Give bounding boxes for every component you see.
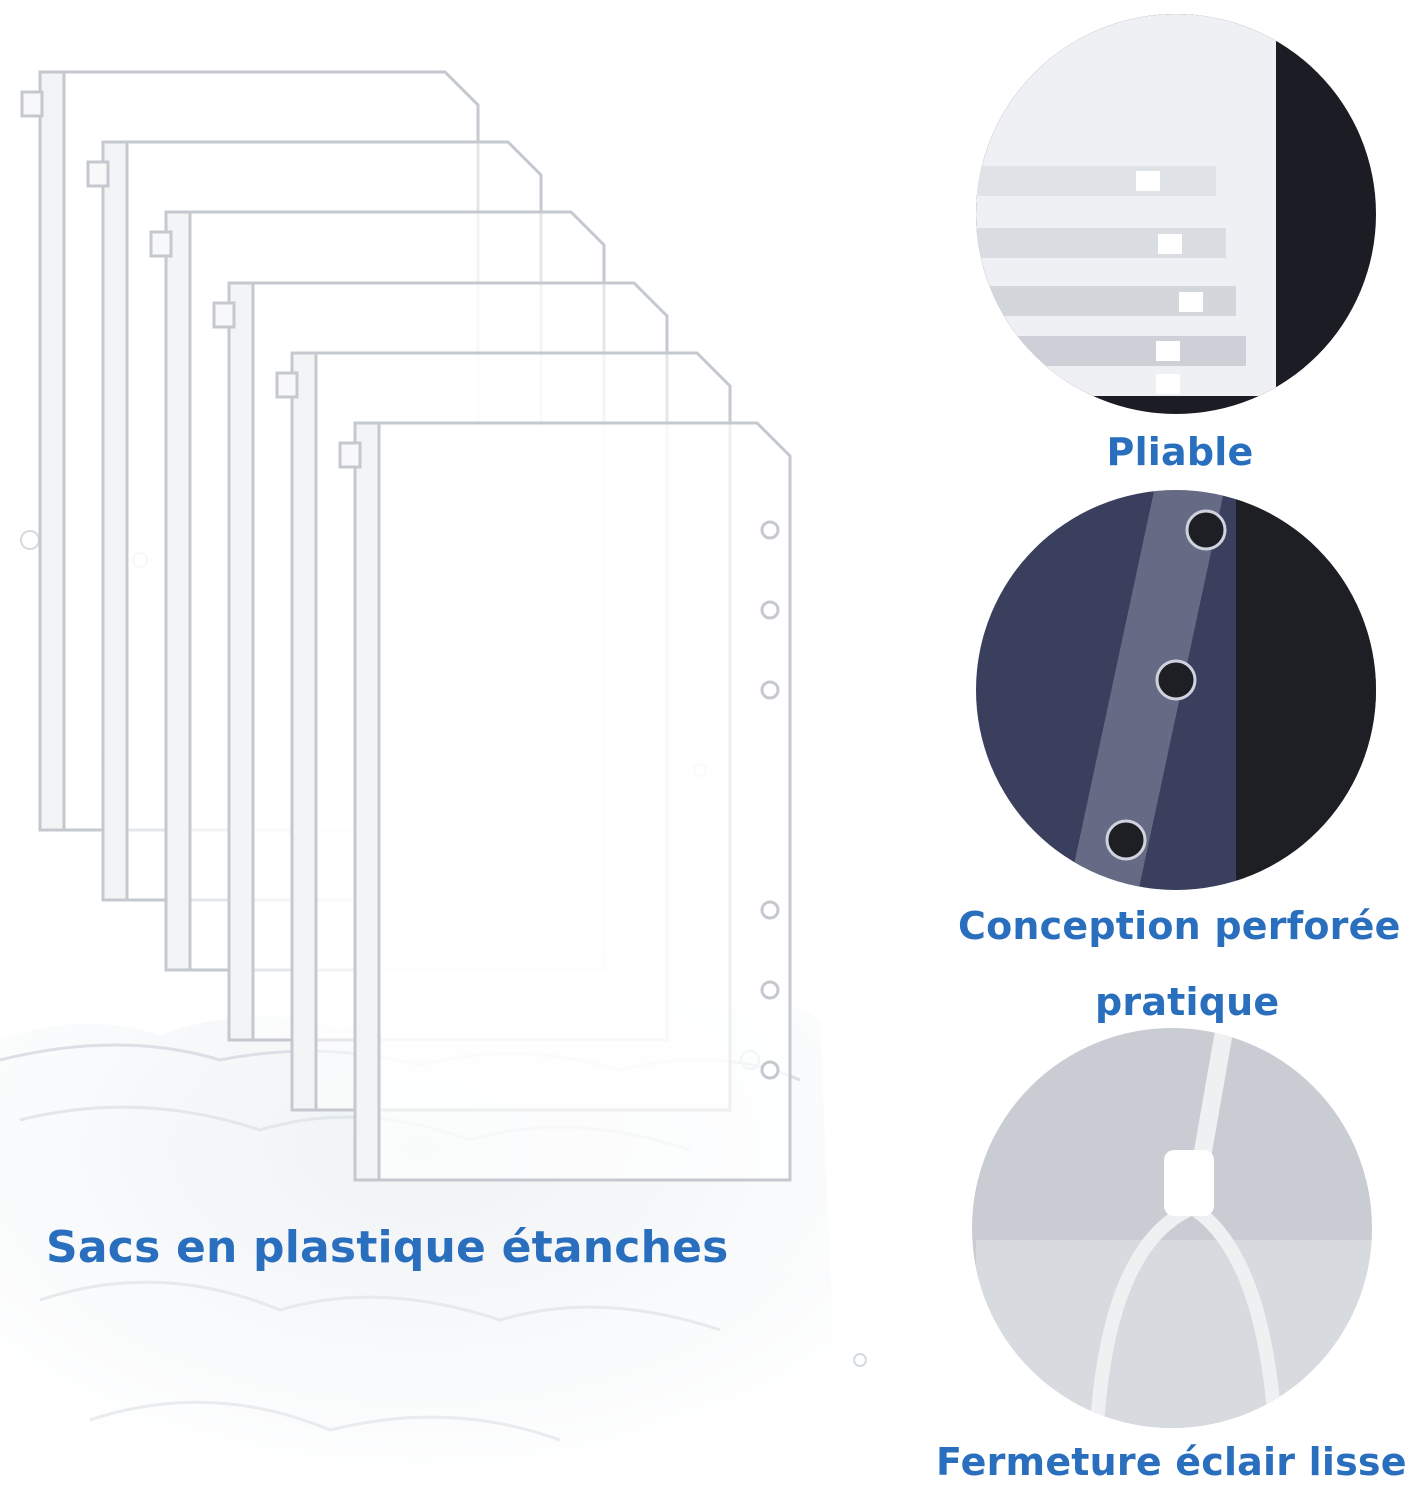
feature-caption-zipper: Fermeture éclair lisse [936,1440,1407,1484]
zipper-slider-icon [1179,292,1203,312]
feature-image-foldable [976,14,1376,414]
feature-image-zipper [972,1028,1372,1428]
zipper-slider-icon [1158,234,1182,254]
feature-caption-perforated-line2: pratique [1095,980,1280,1024]
punch-hole-icon [1105,819,1147,861]
feature-image-perforated [976,490,1376,890]
zipper-slider-icon [1164,1150,1214,1216]
binder-pouch-stack-illustration [0,70,867,1500]
zipper-slider-icon [1136,171,1160,191]
punch-hole-icon [1155,659,1197,701]
feature-caption-perforated-line1: Conception perforée [958,904,1401,948]
zipper-slider-icon [1156,341,1180,361]
main-caption: Sacs en plastique étanches [46,1222,729,1273]
feature-caption-foldable: Pliable [1106,430,1254,474]
punch-hole-icon [1185,509,1227,551]
zipper-slider-icon [1156,374,1180,394]
binder-pouch-icon [338,421,792,1182]
